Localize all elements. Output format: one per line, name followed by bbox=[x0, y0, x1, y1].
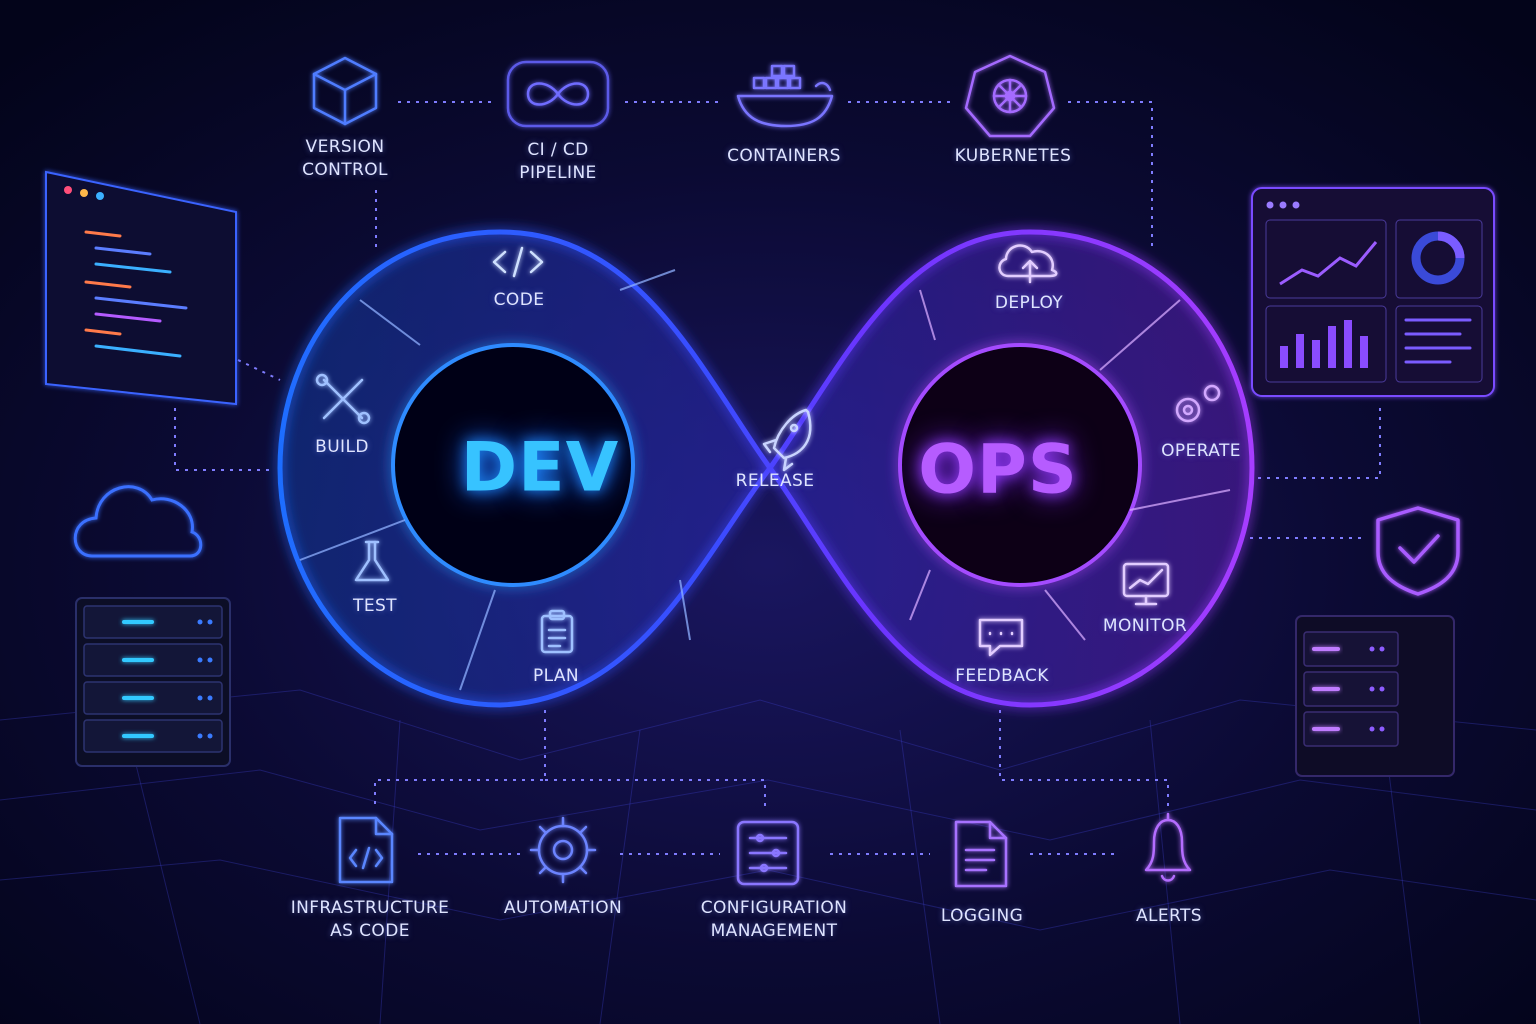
shield-check-icon bbox=[1376, 506, 1460, 596]
ops-title: OPS bbox=[918, 430, 1078, 510]
code-file-icon bbox=[338, 816, 394, 884]
server-rack-right bbox=[1295, 615, 1455, 777]
release-label: RELEASE bbox=[735, 471, 815, 491]
infinity-loop bbox=[277, 229, 1255, 708]
alerts-label: ALERTS bbox=[1136, 906, 1202, 926]
version-control-line-2: CONTROL bbox=[302, 160, 388, 180]
dashboard-window bbox=[1251, 187, 1495, 397]
plan-label: PLAN bbox=[532, 666, 580, 686]
flask-icon bbox=[354, 540, 390, 582]
kubernetes-icon bbox=[964, 54, 1056, 138]
version-control-label: VERSION CONTROL bbox=[302, 136, 388, 182]
deploy-label: DEPLOY bbox=[994, 293, 1064, 313]
iac-label: INFRASTRUCTURE AS CODE bbox=[291, 897, 450, 943]
code-icon bbox=[492, 246, 544, 278]
logging-label: LOGGING bbox=[940, 906, 1024, 926]
cicd-pipeline-label: CI / CD PIPELINE bbox=[519, 139, 596, 185]
iac-line-2: AS CODE bbox=[330, 921, 410, 941]
cicd-line-1: CI / CD bbox=[527, 140, 589, 160]
automation-label: AUTOMATION bbox=[503, 898, 623, 918]
test-label: TEST bbox=[353, 596, 397, 616]
dev-title: DEV bbox=[460, 428, 620, 508]
rocket-icon bbox=[762, 408, 812, 472]
monitor-label: MONITOR bbox=[1102, 616, 1188, 636]
chat-bubble-icon bbox=[978, 618, 1024, 657]
config-line-1: CONFIGURATION bbox=[700, 898, 848, 918]
container-ship-icon bbox=[736, 64, 834, 128]
document-icon bbox=[954, 820, 1008, 888]
gears-icon bbox=[1175, 384, 1221, 423]
containers-label: CONTAINERS bbox=[727, 146, 841, 166]
configuration-management-label: CONFIGURATION MANAGEMENT bbox=[701, 897, 848, 943]
code-label: CODE bbox=[493, 290, 545, 310]
clipboard-icon bbox=[540, 609, 574, 654]
cube-icon bbox=[312, 56, 378, 126]
cloud-icon bbox=[73, 485, 203, 558]
dotted-connectors bbox=[174, 101, 1381, 855]
infinity-icon bbox=[506, 60, 610, 128]
wrench-icon bbox=[315, 373, 371, 425]
monitor-chart-icon bbox=[1122, 562, 1170, 606]
code-editor-window bbox=[45, 170, 237, 406]
kubernetes-label: KUBERNETES bbox=[954, 146, 1072, 166]
circuit-floor bbox=[0, 689, 1536, 1024]
server-rack-left bbox=[75, 597, 231, 767]
iac-line-1: INFRASTRUCTURE bbox=[290, 898, 450, 918]
bell-icon bbox=[1144, 812, 1192, 882]
cloud-upload-icon bbox=[998, 244, 1058, 284]
gear-icon bbox=[529, 816, 597, 884]
sliders-icon bbox=[736, 820, 800, 886]
config-line-2: MANAGEMENT bbox=[710, 921, 838, 941]
version-control-line-1: VERSION bbox=[305, 137, 385, 157]
operate-label: OPERATE bbox=[1161, 441, 1241, 461]
build-label: BUILD bbox=[315, 437, 369, 457]
cicd-line-2: PIPELINE bbox=[519, 163, 597, 183]
feedback-label: FEEDBACK bbox=[955, 666, 1049, 686]
